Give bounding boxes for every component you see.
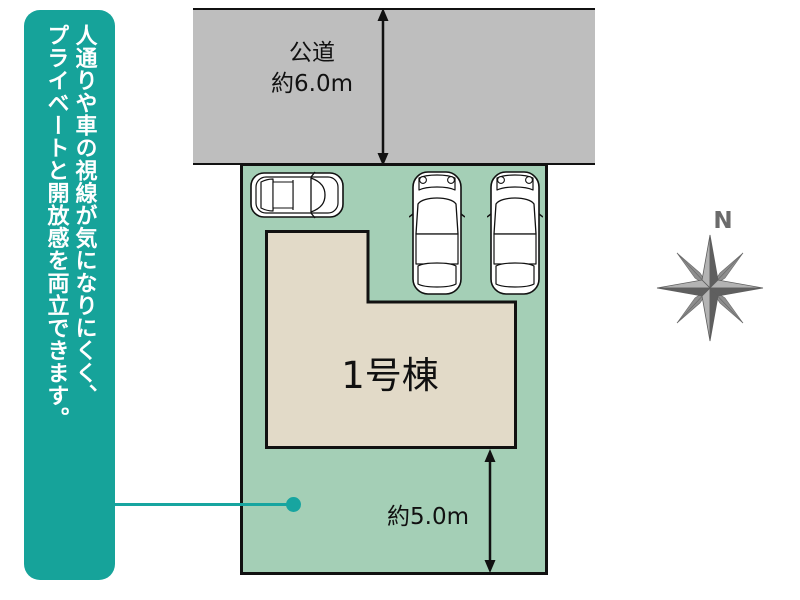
garden-depth-dimension-arrow xyxy=(480,449,500,573)
compass-rose-icon xyxy=(655,233,765,343)
callout-leader-dot xyxy=(286,497,301,512)
road-name-label: 公道 xyxy=(289,40,335,66)
callout-text-column-1: 人通りや車の視線が気になりにくく、 xyxy=(71,24,97,407)
callout-text-column-2: プライベートと開放感を両立できます。 xyxy=(43,24,69,429)
building-name-label: 1号棟 xyxy=(341,354,439,397)
car-parking-left-icon xyxy=(409,170,465,296)
garden-depth-label: 約5.0m xyxy=(387,504,469,530)
callout-box: 人通りや車の視線が気になりにくく、 プライベートと開放感を両立できます。 xyxy=(24,10,115,580)
car-driveway-horizontal-icon xyxy=(249,168,345,222)
road-width-label: 約6.0m xyxy=(271,71,353,98)
road-width-dimension-arrow xyxy=(373,8,393,166)
building-footprint xyxy=(265,230,517,449)
public-road-area xyxy=(193,8,595,165)
callout-leader-line xyxy=(114,503,294,506)
car-parking-right-icon xyxy=(487,170,543,296)
compass-north-label: N xyxy=(713,208,733,234)
road-label-group: 公道 約6.0m xyxy=(247,38,377,100)
